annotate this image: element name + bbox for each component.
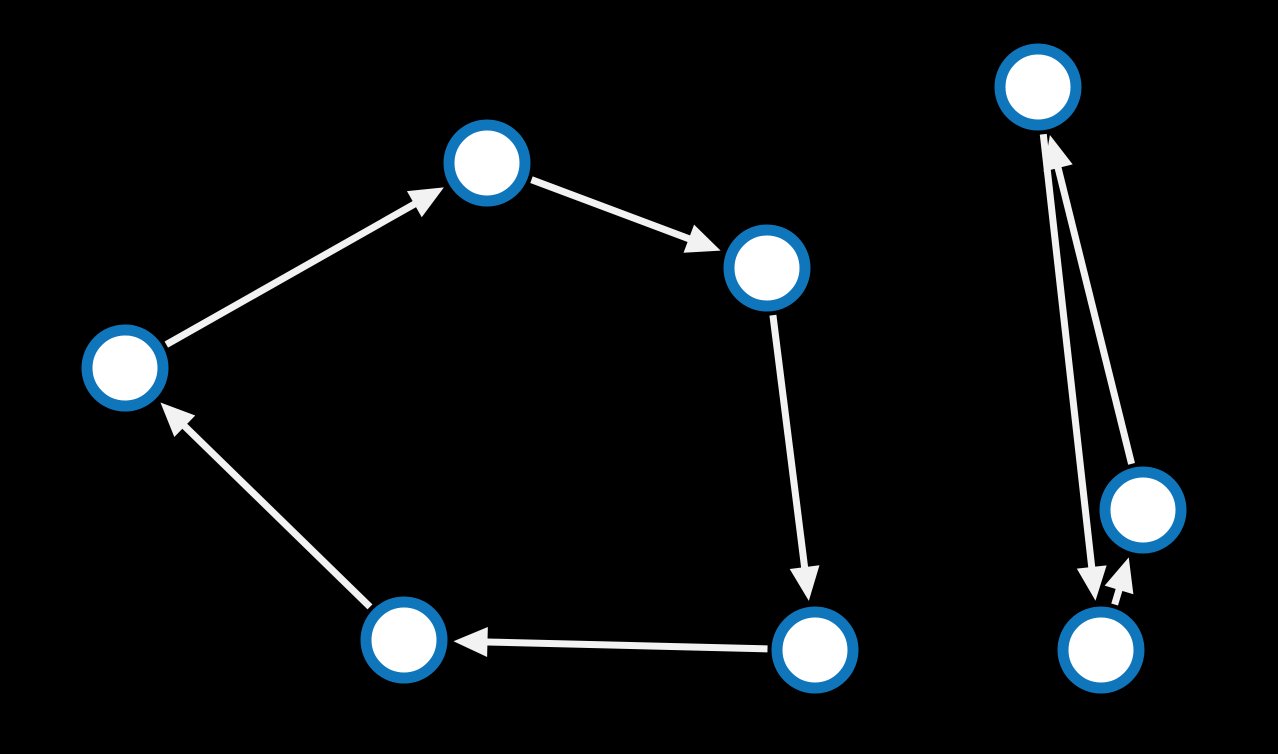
graph-edge[interactable] <box>769 314 820 601</box>
node-circle <box>1099 466 1187 554</box>
graph-edge[interactable] <box>1039 133 1107 601</box>
arrowhead-icon <box>453 627 488 658</box>
node-circle <box>443 119 531 207</box>
graph-edge[interactable] <box>453 627 768 658</box>
graph-node[interactable] <box>1099 466 1187 554</box>
graph-node[interactable] <box>360 596 448 684</box>
arrowhead-icon <box>683 224 721 253</box>
graph-edge[interactable] <box>530 176 721 253</box>
graph-node[interactable] <box>771 606 859 694</box>
node-circle <box>723 224 811 312</box>
arrowhead-icon <box>1043 135 1073 172</box>
node-circle <box>994 43 1082 131</box>
graph-node[interactable] <box>1057 606 1145 694</box>
graph-edge-line <box>1053 161 1135 465</box>
arrowhead-icon <box>406 187 444 218</box>
nodes-layer <box>81 43 1187 694</box>
node-circle <box>81 324 169 412</box>
graph-edge[interactable] <box>1104 557 1134 606</box>
graph-node[interactable] <box>723 224 811 312</box>
graph-edge[interactable] <box>1043 135 1135 465</box>
node-circle <box>771 606 859 694</box>
graph-edge-line <box>769 314 809 574</box>
graph-node[interactable] <box>81 324 169 412</box>
graph-edge[interactable] <box>164 187 444 348</box>
node-circle <box>1057 606 1145 694</box>
arrowhead-icon <box>1104 557 1134 595</box>
edges-layer <box>160 133 1135 658</box>
arrowhead-icon <box>160 402 196 438</box>
graph-node[interactable] <box>443 119 531 207</box>
graph-edge[interactable] <box>160 402 373 610</box>
graph-edge-line <box>178 419 373 610</box>
graph-edge-line <box>530 176 696 245</box>
arrowhead-icon <box>1076 565 1107 601</box>
graph-edge-line <box>164 198 422 348</box>
arrowhead-icon <box>789 565 820 601</box>
node-circle <box>360 596 448 684</box>
graph-edge-line <box>1039 133 1096 574</box>
graph-node[interactable] <box>994 43 1082 131</box>
graph-edge-line <box>481 638 768 653</box>
